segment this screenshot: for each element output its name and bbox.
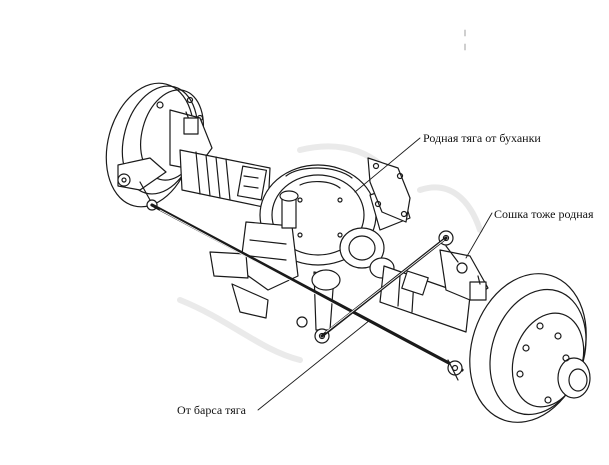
right-brake-drum — [469, 273, 591, 423]
left-axle-tube — [179, 149, 271, 209]
tie-rod — [150, 203, 464, 381]
label-bars-rod: От барса тяга — [176, 403, 247, 417]
leader-lines — [257, 137, 493, 411]
label-pitman-arm: Сошка тоже родная — [493, 207, 595, 221]
drive-flange — [367, 157, 411, 223]
right-knuckle — [438, 230, 489, 301]
pitman-arm-left — [296, 269, 341, 344]
drag-link — [320, 236, 448, 338]
left-brake-drum — [105, 82, 213, 208]
label-native-rod: Родная тяга от буханки — [422, 131, 542, 145]
steering-box — [209, 190, 299, 319]
